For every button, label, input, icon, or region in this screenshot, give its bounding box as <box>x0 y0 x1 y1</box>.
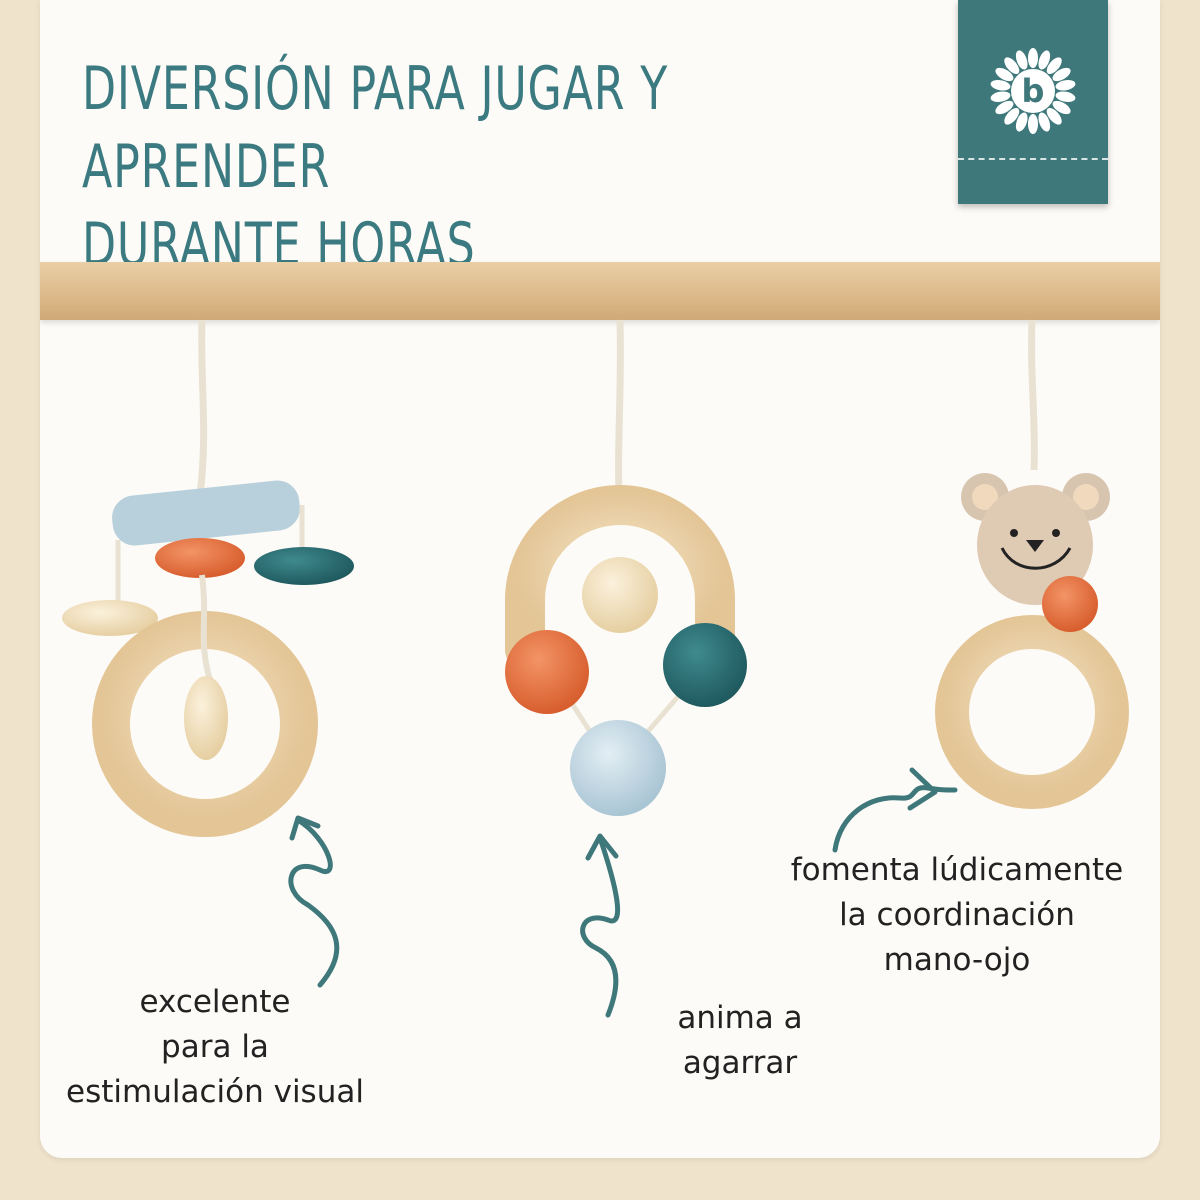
badge-stitch-line <box>958 158 1108 160</box>
left-blue-bar <box>112 480 300 546</box>
bear-left-eye <box>1010 529 1018 537</box>
logo-petal <box>1028 48 1038 68</box>
bear-nose <box>1026 540 1044 552</box>
brand-badge: b <box>958 0 1108 204</box>
logo-petal <box>1015 50 1028 70</box>
right-wooden-ring <box>935 615 1129 809</box>
logo-petal <box>1052 100 1071 115</box>
logo-petal <box>1052 67 1071 82</box>
left-cream-disc <box>62 600 158 636</box>
middle-orange-bead <box>505 630 589 714</box>
left-teal-disc <box>254 547 354 585</box>
product-card: Diversión para jugar y aprender durante … <box>40 0 1160 1158</box>
logo-petal <box>995 67 1014 82</box>
logo-petal <box>1055 80 1076 91</box>
caption-left-line-1: excelente <box>139 984 291 1020</box>
logo-letter: b <box>1022 72 1045 110</box>
logo-petal <box>1038 112 1051 132</box>
right-hanging-toy <box>935 319 1129 809</box>
left-arrow-icon <box>288 817 340 988</box>
logo-petal <box>1055 91 1076 102</box>
logo-petal <box>1004 107 1020 125</box>
toy-illustration <box>62 319 1129 1018</box>
wooden-play-gym-bar <box>40 262 1160 320</box>
left-hanging-toy <box>62 319 354 837</box>
logo-petal <box>1046 107 1062 125</box>
middle-blue-bead <box>570 720 666 816</box>
middle-wooden-arch <box>505 485 735 670</box>
caption-middle: anima a agarrar <box>600 996 880 1086</box>
middle-arrow-icon <box>580 835 621 1018</box>
caption-right-line-2: la coordinación <box>839 897 1075 933</box>
right-arrow-icon <box>832 785 958 853</box>
logo-petal <box>990 91 1011 102</box>
caption-middle-line-1: anima a <box>677 1000 803 1036</box>
logo-petal <box>990 80 1011 91</box>
caption-left-line-3: estimulación visual <box>66 1074 364 1110</box>
caption-right-line-3: mano-ojo <box>883 942 1031 978</box>
flower-b-logo-icon: b <box>990 48 1076 134</box>
logo-petal <box>995 100 1014 115</box>
left-orange-disc <box>155 538 245 578</box>
logo-petal <box>1015 112 1028 132</box>
caption-right-line-1: fomenta lúdicamente <box>790 852 1124 888</box>
right-orange-bead <box>1042 576 1098 632</box>
left-drop-bead <box>184 676 228 760</box>
logo-petal <box>1046 57 1062 75</box>
headline: Diversión para jugar y aprender durante … <box>82 50 754 284</box>
logo-petal <box>1028 114 1038 134</box>
logo-petal <box>1004 57 1020 75</box>
caption-right: fomenta lúdicamente la coordinación mano… <box>762 848 1152 983</box>
bear-smile <box>1000 547 1072 570</box>
bear-right-eye <box>1052 529 1060 537</box>
middle-hanging-toy <box>505 319 747 816</box>
caption-left-line-2: para la <box>161 1029 269 1065</box>
middle-cream-bead <box>582 557 658 633</box>
left-cord <box>196 319 208 496</box>
right-cord <box>1028 319 1038 471</box>
middle-teal-bead <box>663 623 747 707</box>
headline-line-1: Diversión para jugar y aprender <box>82 54 669 202</box>
logo-petal <box>1038 50 1051 70</box>
caption-left: excelente para la estimulación visual <box>40 980 390 1115</box>
caption-middle-line-2: agarrar <box>682 1045 798 1081</box>
